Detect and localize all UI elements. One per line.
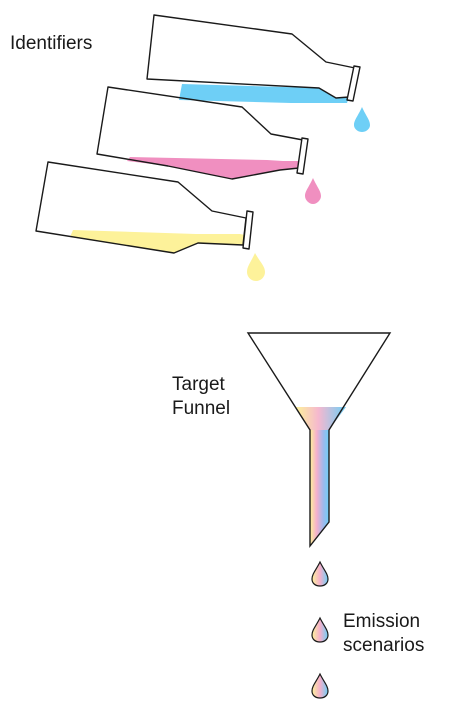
target-funnel-label-line1: Target <box>172 373 230 397</box>
yellow-bottle <box>36 162 265 281</box>
emission-drop <box>312 674 328 698</box>
cyan-bottle-liquid <box>179 84 352 103</box>
funnel-mixture-spout <box>310 430 329 546</box>
emission-drop <box>312 562 328 586</box>
emission-scenarios-label-line1: Emission <box>343 610 424 634</box>
cyan-bottle <box>147 15 370 132</box>
emission-drops <box>312 562 328 698</box>
cyan-bottle-cap <box>347 66 360 101</box>
target-funnel-label-line2: Funnel <box>172 397 230 421</box>
emission-scenarios-label-line2: scenarios <box>343 634 424 658</box>
yellow-bottle-cap <box>243 211 253 249</box>
cyan-drop <box>354 107 370 132</box>
identifiers-label: Identifiers <box>10 32 92 56</box>
emission-drop <box>312 618 328 642</box>
target-funnel-label: Target Funnel <box>172 373 230 421</box>
magenta-bottle <box>97 87 321 204</box>
yellow-bottle-liquid <box>70 230 245 253</box>
cyan-bottle-outline <box>147 15 355 98</box>
target-funnel <box>248 333 390 546</box>
emission-scenarios-label: Emission scenarios <box>343 610 424 658</box>
magenta-bottle-cap <box>297 138 308 174</box>
yellow-drop <box>247 253 265 281</box>
magenta-drop <box>305 178 321 204</box>
